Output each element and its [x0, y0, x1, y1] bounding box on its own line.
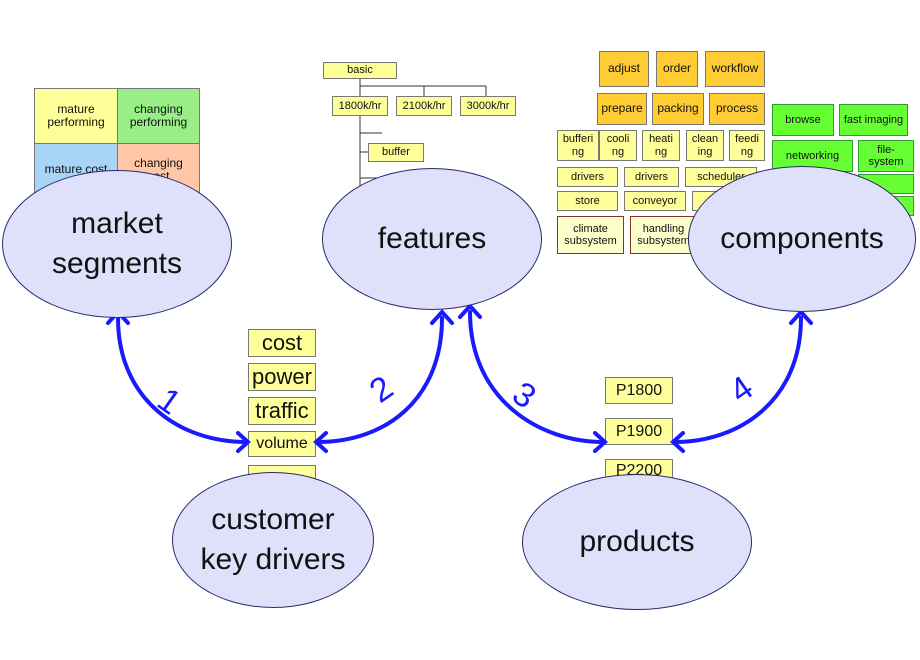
comp-buffering: bufferi ng — [557, 130, 599, 161]
comp-fast-imaging: fast imaging — [839, 104, 908, 136]
arrow-4-path — [673, 316, 803, 444]
arrow-2-number: 2 — [363, 369, 400, 411]
arrow-4-tail-head — [670, 431, 685, 453]
ellipse-features: features — [322, 168, 542, 310]
segment-changing-performing: changing performing — [117, 88, 200, 144]
ellipse-products: products — [522, 474, 752, 610]
comp-drivers-1: drivers — [557, 167, 618, 187]
arrow-4-head — [789, 309, 813, 325]
comp-workflow: workflow — [705, 51, 765, 87]
comp-feeding: feedi ng — [729, 130, 765, 161]
comp-file-system: file- system — [858, 140, 914, 172]
arrow-3-head — [458, 303, 482, 319]
comp-cleaning: clean ing — [686, 130, 724, 161]
feature-buffer: buffer — [368, 143, 424, 162]
feature-1800: 1800k/hr — [332, 96, 388, 116]
comp-packing: packing — [652, 93, 704, 125]
comp-climate-subsystem: climate subsystem — [557, 216, 624, 254]
comp-heating: heati ng — [642, 130, 680, 161]
comp-store: store — [557, 191, 618, 211]
comp-prepare: prepare — [597, 93, 647, 125]
feature-3000: 3000k/hr — [460, 96, 516, 116]
arrow-1-tail-head — [236, 431, 251, 453]
arrow-3-tail-head — [593, 431, 608, 453]
arrow-2-tail-head — [313, 431, 328, 453]
ellipse-customer-key-drivers: customer key drivers — [172, 472, 374, 608]
product-p1900: P1900 — [605, 418, 673, 445]
ellipse-market-segments: market segments — [2, 170, 232, 318]
feature-2100: 2100k/hr — [396, 96, 452, 116]
comp-adjust: adjust — [599, 51, 649, 87]
comp-cooling: cooli ng — [599, 130, 637, 161]
comp-conveyor: conveyor — [624, 191, 686, 211]
arrow-4-number: 4 — [723, 369, 760, 411]
comp-handling-subsystem: handling subsystem — [630, 216, 697, 254]
arrow-3-path — [468, 310, 605, 444]
driver-cost: cost — [248, 329, 316, 357]
feature-basic: basic — [323, 62, 397, 79]
arrow-1-number: 1 — [150, 380, 187, 422]
comp-process: process — [709, 93, 765, 125]
ellipse-components: components — [688, 166, 916, 312]
comp-order: order — [656, 51, 698, 87]
arrow-2-path — [316, 316, 444, 444]
comp-browse: browse — [772, 104, 834, 136]
arrow-2-head — [430, 309, 454, 325]
comp-drivers-2: drivers — [624, 167, 679, 187]
arrow-1-path — [116, 316, 248, 444]
driver-traffic: traffic — [248, 397, 316, 425]
segment-mature-performing: mature performing — [34, 88, 118, 144]
product-p1800: P1800 — [605, 377, 673, 404]
driver-power: power — [248, 363, 316, 391]
